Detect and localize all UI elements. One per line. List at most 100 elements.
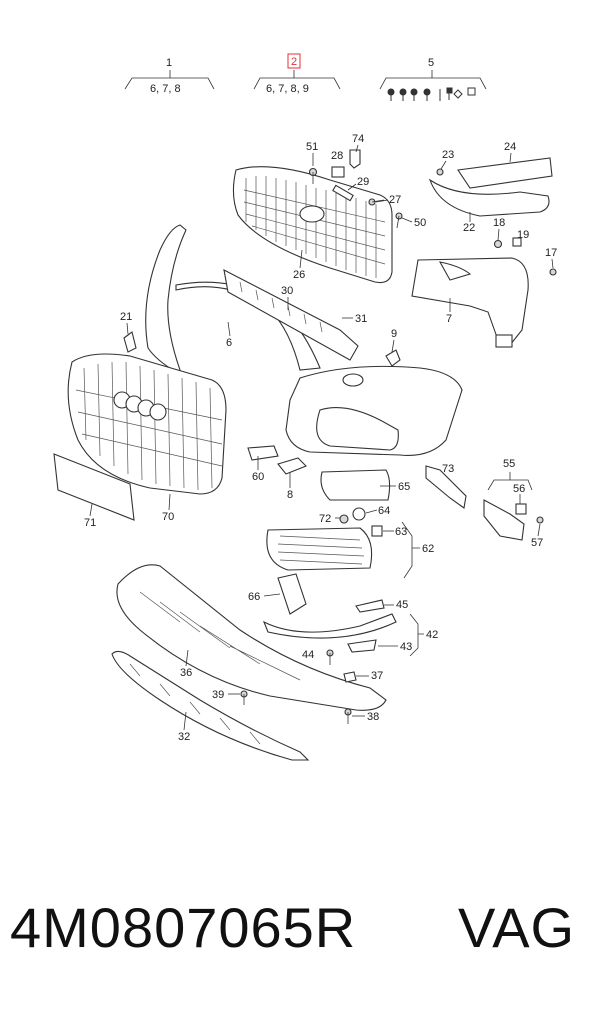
callout-29[interactable]: 29	[347, 176, 369, 191]
callout-43[interactable]: 43	[378, 641, 412, 653]
svg-text:65: 65	[398, 481, 410, 493]
callout-62[interactable]: 62	[401, 521, 434, 579]
svg-text:18: 18	[493, 217, 505, 229]
svg-text:73: 73	[442, 463, 454, 475]
callout-38[interactable]: 38	[352, 711, 379, 723]
exploded-parts-diagram: 1 6, 7, 8 2 6, 7, 8, 9 5	[53, 53, 557, 761]
clip-parts-upper	[308, 149, 403, 229]
callout-55[interactable]: 55	[487, 458, 533, 491]
header-group-1: 1 6, 7, 8	[124, 57, 215, 95]
callout-28[interactable]: 28	[331, 150, 343, 162]
callout-70[interactable]: 70	[162, 493, 174, 523]
svg-text:22: 22	[463, 222, 475, 234]
callout-6[interactable]: 6	[226, 321, 232, 349]
callout-23[interactable]: 23	[440, 149, 454, 170]
trim-part-60[interactable]	[247, 445, 279, 461]
callout-36[interactable]: 36	[180, 649, 192, 679]
svg-text:37: 37	[371, 670, 383, 682]
brand-label: VAG	[458, 896, 576, 959]
header-group-2-id: 2	[291, 56, 297, 68]
screws-lower	[240, 649, 357, 724]
svg-text:7: 7	[446, 313, 452, 325]
callout-21[interactable]: 21	[120, 311, 132, 335]
callout-32[interactable]: 32	[178, 711, 190, 743]
svg-text:64: 64	[378, 505, 390, 517]
svg-text:51: 51	[306, 141, 318, 153]
bracket-part-7[interactable]	[411, 257, 529, 348]
footer: 4M0807065R VAG	[0, 895, 600, 985]
clip-part-9[interactable]	[385, 349, 401, 367]
svg-text:42: 42	[426, 629, 438, 641]
svg-text:43: 43	[400, 641, 412, 653]
svg-text:6: 6	[226, 337, 232, 349]
svg-text:39: 39	[212, 689, 224, 701]
callout-44[interactable]: 44	[302, 649, 314, 661]
trim-strip-part-42[interactable]	[262, 599, 397, 653]
callout-56[interactable]: 56	[513, 483, 525, 504]
fastener-set-icon	[387, 87, 476, 101]
bracket-part-73[interactable]	[425, 465, 467, 509]
callout-39[interactable]: 39	[212, 689, 240, 701]
grille-strip-part-30[interactable]	[223, 268, 359, 361]
callout-31[interactable]: 31	[342, 313, 367, 325]
svg-text:30: 30	[281, 285, 293, 297]
callout-30[interactable]: 30	[281, 285, 293, 310]
header-group-2[interactable]: 2 6, 7, 8, 9	[253, 53, 341, 95]
svg-text:50: 50	[414, 217, 426, 229]
callout-19[interactable]: 19	[517, 229, 529, 241]
callout-37[interactable]: 37	[356, 670, 383, 682]
callout-9[interactable]: 9	[391, 328, 397, 353]
svg-text:45: 45	[396, 599, 408, 611]
callout-18[interactable]: 18	[493, 217, 505, 241]
svg-text:26: 26	[293, 269, 305, 281]
callout-72[interactable]: 72	[319, 513, 340, 525]
callout-42[interactable]: 42	[409, 613, 438, 657]
guide-part-55[interactable]	[483, 499, 544, 541]
callout-22[interactable]: 22	[463, 212, 475, 234]
callout-57[interactable]: 57	[531, 523, 543, 549]
side-grille-part-62[interactable]	[266, 527, 373, 571]
callout-71[interactable]: 71	[84, 503, 96, 529]
grommet-part-72	[339, 514, 349, 524]
header-group-1-refs: 6, 7, 8	[150, 83, 181, 95]
bracket-part-21[interactable]	[123, 331, 137, 353]
bumper-cover[interactable]	[285, 365, 463, 456]
callout-63[interactable]: 63	[383, 526, 407, 538]
svg-text:44: 44	[302, 649, 314, 661]
callout-26[interactable]: 26	[293, 249, 305, 281]
svg-text:57: 57	[531, 537, 543, 549]
svg-text:28: 28	[331, 150, 343, 162]
callout-73[interactable]: 73	[442, 463, 454, 475]
callout-65[interactable]: 65	[380, 481, 410, 493]
callout-17[interactable]: 17	[545, 247, 557, 269]
screws-right	[436, 168, 557, 276]
main-grille-part-70[interactable]	[67, 353, 227, 495]
callout-27[interactable]: 27	[375, 194, 401, 206]
svg-text:19: 19	[517, 229, 529, 241]
callout-7[interactable]: 7	[446, 298, 452, 325]
cover-part-66[interactable]	[277, 573, 307, 615]
callout-50[interactable]: 50	[401, 217, 426, 229]
svg-text:70: 70	[162, 511, 174, 523]
plate-holder-part-71[interactable]	[53, 453, 135, 521]
svg-text:56: 56	[513, 483, 525, 495]
callout-45[interactable]: 45	[384, 599, 408, 611]
svg-text:32: 32	[178, 731, 190, 743]
header-group-2-refs: 6, 7, 8, 9	[266, 83, 309, 95]
callout-24[interactable]: 24	[504, 141, 516, 163]
svg-text:21: 21	[120, 311, 132, 323]
callout-64[interactable]: 64	[365, 505, 390, 517]
callout-51[interactable]: 51	[306, 141, 318, 166]
cover-part-65[interactable]	[320, 469, 391, 501]
lower-trim-part-32[interactable]	[111, 650, 310, 761]
callout-74[interactable]: 74	[352, 133, 364, 153]
svg-text:66: 66	[248, 591, 260, 603]
svg-text:63: 63	[395, 526, 407, 538]
lower-spoiler-part-36[interactable]	[116, 564, 387, 711]
callout-8[interactable]: 8	[287, 472, 293, 501]
trim-part-8[interactable]	[277, 457, 307, 475]
callout-60[interactable]: 60	[252, 456, 264, 483]
headlamp-bracket-parts-22-24[interactable]	[428, 157, 553, 217]
callout-66[interactable]: 66	[248, 591, 281, 603]
header-group-2-highlight	[287, 53, 301, 69]
